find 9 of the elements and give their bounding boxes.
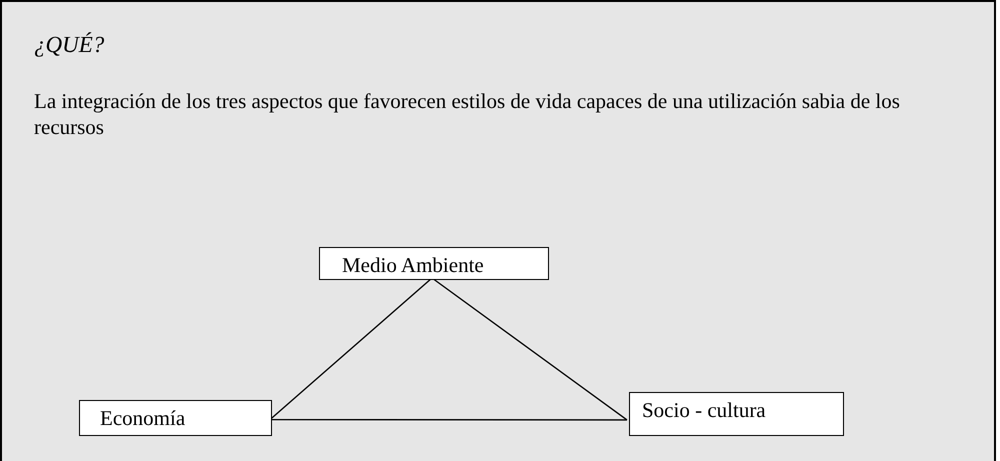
connector-line xyxy=(270,418,627,421)
description-text: La integración de los tres aspectos que favorecen estilos de vida capaces de una utilización sabia de los recursos xyxy=(34,88,901,140)
concept-box xyxy=(629,392,844,436)
heading: ¿QUÉ? xyxy=(34,32,104,58)
concept-box xyxy=(79,400,272,436)
box-label: Economía xyxy=(100,406,186,431)
box-label: Socio - cultura xyxy=(642,398,766,423)
box-label: Medio Ambiente xyxy=(342,253,484,278)
concept-box xyxy=(319,247,549,280)
